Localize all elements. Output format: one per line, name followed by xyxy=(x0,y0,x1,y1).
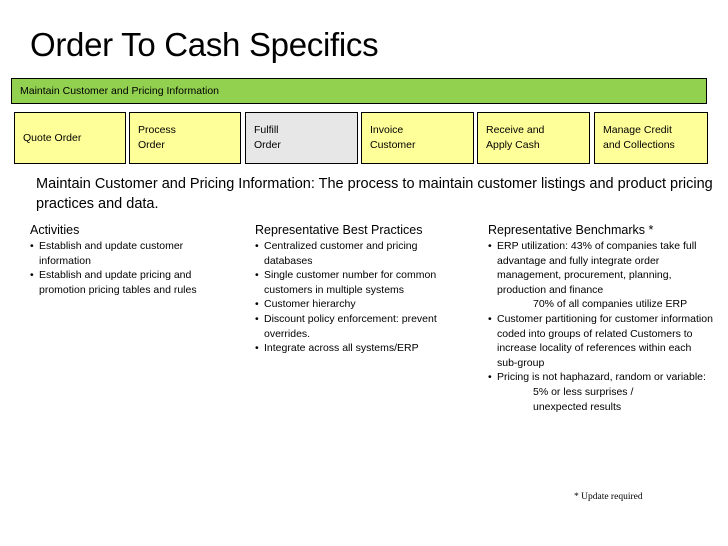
step-label: Fulfill xyxy=(254,124,279,136)
step-label: Customer xyxy=(370,139,416,151)
list-item-text: ERP utilization: 43% of companies take f… xyxy=(497,240,697,296)
list-item: Customer partitioning for customer infor… xyxy=(488,312,713,370)
step-label: Invoice xyxy=(370,124,404,136)
process-bar: Maintain Customer and Pricing Informatio… xyxy=(11,78,707,104)
list-item: Discount policy enforcement: prevent ove… xyxy=(255,312,460,341)
step-label: Manage Credit xyxy=(603,124,672,136)
list-item: Establish and update pricing and promoti… xyxy=(30,268,235,297)
activities-heading: Activities xyxy=(30,223,80,237)
list-item-text: Customer partitioning for customer infor… xyxy=(497,312,713,369)
list-item: Customer hierarchy xyxy=(255,297,460,312)
footnote: * Update required xyxy=(574,492,643,502)
step-label: Apply Cash xyxy=(486,139,540,151)
description: Maintain Customer and Pricing Informatio… xyxy=(36,176,713,212)
slide-title: Order To Cash Specifics xyxy=(30,26,379,63)
step-label: Receive and xyxy=(486,124,545,136)
list-item: Integrate across all systems/ERP xyxy=(255,341,460,356)
step-label: Process xyxy=(138,124,176,136)
list-item: Establish and update customer informatio… xyxy=(30,239,235,268)
benchmarks-column: Representative Benchmarks * ERP utilizat… xyxy=(488,223,713,414)
activities-column: Activities Establish and update customer… xyxy=(30,223,235,297)
list-item: Pricing is not haphazard, random or vari… xyxy=(488,370,713,414)
step-manage-credit: Manage Credit and Collections xyxy=(594,112,708,164)
best-practices-column: Representative Best Practices Centralize… xyxy=(255,223,460,356)
best-practices-heading: Representative Best Practices xyxy=(255,223,423,237)
list-item: Centralized customer and pricing databas… xyxy=(255,239,460,268)
step-label: Quote Order xyxy=(23,131,82,144)
benchmarks-heading: Representative Benchmarks * xyxy=(488,223,654,237)
list-item-subtext: 70% of all companies utilize ERP xyxy=(533,298,688,311)
list-item-text: Pricing is not haphazard, random or vari… xyxy=(497,371,706,384)
step-label: Order xyxy=(254,139,281,151)
list-item-subtext: 5% or less surprises / unexpected result… xyxy=(533,385,634,413)
step-label: and Collections xyxy=(603,139,675,151)
step-quote-order: Quote Order xyxy=(14,112,126,164)
list-item: Single customer number for common custom… xyxy=(255,268,460,297)
step-label: Order xyxy=(138,139,165,151)
list-item: ERP utilization: 43% of companies take f… xyxy=(488,239,713,312)
